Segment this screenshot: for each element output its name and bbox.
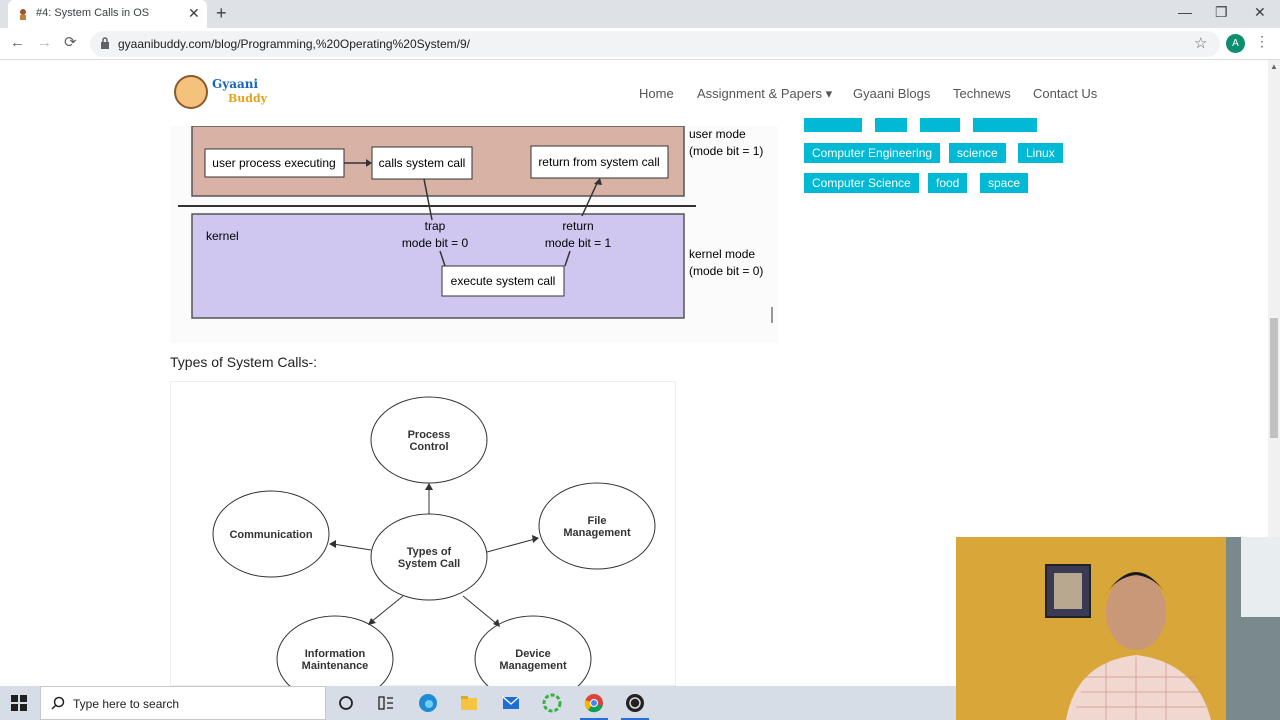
chrome-icon[interactable] [584,693,604,713]
types-of-system-calls-diagram: Process Control Communication File Manag… [170,381,676,703]
cortana-icon[interactable] [336,693,356,713]
chrome-active-indicator [580,718,608,720]
information-maintenance-line2: Maintenance [302,660,369,672]
device-management-line1: Device [515,648,550,660]
return-label: return [562,219,593,233]
profile-avatar[interactable]: A [1226,34,1245,53]
execute-system-call-label: execute system call [451,274,556,288]
site-logo[interactable]: Gyaani Buddy [174,73,268,113]
user-mode-bit-label: (mode bit = 1) [689,144,763,158]
minimize-button[interactable]: — [1178,4,1192,20]
tag-cut-1[interactable] [804,118,862,132]
center-label-line1: Types of [407,546,452,558]
taskbar-search-box[interactable]: Type here to search [40,686,326,720]
address-bar[interactable]: gyaanibuddy.com/blog/Programming,%20Oper… [90,31,1220,57]
webcam-overlay [956,537,1280,720]
tab-close-icon[interactable]: ✕ [188,5,200,21]
types-of-system-calls-heading: Types of System Calls-: [170,354,318,370]
tag-computer-science[interactable]: Computer Science [804,173,919,193]
logo-text-line1: Gyaani [212,77,259,91]
kernel-mode-band [191,213,685,319]
bookmark-star-icon[interactable]: ☆ [1194,35,1208,52]
tag-linux[interactable]: Linux [1018,143,1063,163]
nav-gyaani-blogs[interactable]: Gyaani Blogs [853,86,931,101]
nav-contact-us[interactable]: Contact Us [1033,86,1098,101]
kernel-label: kernel [206,229,239,243]
url-text: gyaanibuddy.com/blog/Programming,%20Oper… [118,37,470,51]
nav-assignment-label: Assignment & Papers [697,86,823,101]
obs-icon[interactable] [625,693,645,713]
site-favicon-icon [20,9,26,20]
taskbar-search-placeholder: Type here to search [73,697,180,711]
forward-arrow-icon[interactable]: → [37,34,52,51]
new-tab-button[interactable]: + [216,3,227,23]
edge-browser-icon[interactable] [418,693,438,713]
tab-title: #4: System Calls in OS [36,7,150,19]
windows-taskbar: Type here to search [0,686,956,720]
tag-cut-2[interactable] [875,118,907,132]
green-app-icon[interactable] [542,693,562,713]
mail-icon[interactable] [501,693,521,713]
tag-cut-3[interactable] [920,118,960,132]
communication-label: Communication [229,529,312,541]
trap-label: trap [425,219,446,233]
kernel-mode-label: kernel mode [689,247,755,261]
windows-start-icon[interactable] [11,695,27,711]
browser-menu-icon[interactable]: ⋮ [1255,33,1269,49]
user-process-label: user process executing [212,156,335,170]
logo-face-icon [174,75,208,109]
scrollbar-thumb[interactable] [1270,318,1278,438]
tag-computer-engineering[interactable]: Computer Engineering [804,143,941,163]
process-control-line2: Control [409,441,448,453]
center-label-line2: System Call [398,558,460,570]
tag-cut-4[interactable] [973,118,1037,132]
chevron-down-icon: ▾ [825,86,833,101]
tag-science[interactable]: science [949,143,1006,163]
nav-assignment-papers[interactable]: Assignment & Papers ▾ [697,86,832,102]
obs-active-indicator [621,718,649,720]
maximize-button[interactable]: ❐ [1215,4,1228,20]
site-header: Gyaani Buddy Home Assignment & Papers ▾ … [0,60,1268,126]
user-kernel-mode-diagram: user process executing calls system call… [170,125,778,343]
logo-text-line2: Buddy [228,92,268,105]
browser-tab[interactable]: #4: System Calls in OS ✕ [8,0,207,28]
browser-tab-strip: #4: System Calls in OS ✕ + — ❐ ✕ [0,0,1280,28]
tag-food[interactable]: food [928,173,968,193]
browser-toolbar: ← → ⟳ gyaanibuddy.com/blog/Programming,%… [0,28,1280,60]
process-control-line1: Process [408,429,451,441]
nav-technews[interactable]: Technews [953,86,1011,101]
return-mode-bit-label: mode bit = 1 [545,236,612,250]
file-explorer-icon[interactable] [459,693,479,713]
close-window-button[interactable]: ✕ [1254,4,1266,20]
scroll-up-icon[interactable]: ▲ [1270,62,1278,71]
task-view-icon[interactable] [376,693,396,713]
file-management-line2: Management [563,527,631,539]
information-maintenance-line1: Information [305,648,366,660]
nav-home[interactable]: Home [639,86,674,101]
search-icon [51,696,65,710]
lock-icon [101,37,109,49]
device-management-line2: Management [499,660,567,672]
calls-system-call-label: calls system call [379,156,466,170]
file-management-line1: File [588,515,607,527]
reload-icon[interactable]: ⟳ [64,34,77,51]
trap-mode-bit-label: mode bit = 0 [402,236,469,250]
user-mode-label: user mode [689,127,746,141]
return-from-label: return from system call [538,155,659,169]
kernel-mode-bit-label: (mode bit = 0) [689,264,763,278]
back-arrow-icon[interactable]: ← [10,34,25,51]
tag-space[interactable]: space [980,173,1029,193]
